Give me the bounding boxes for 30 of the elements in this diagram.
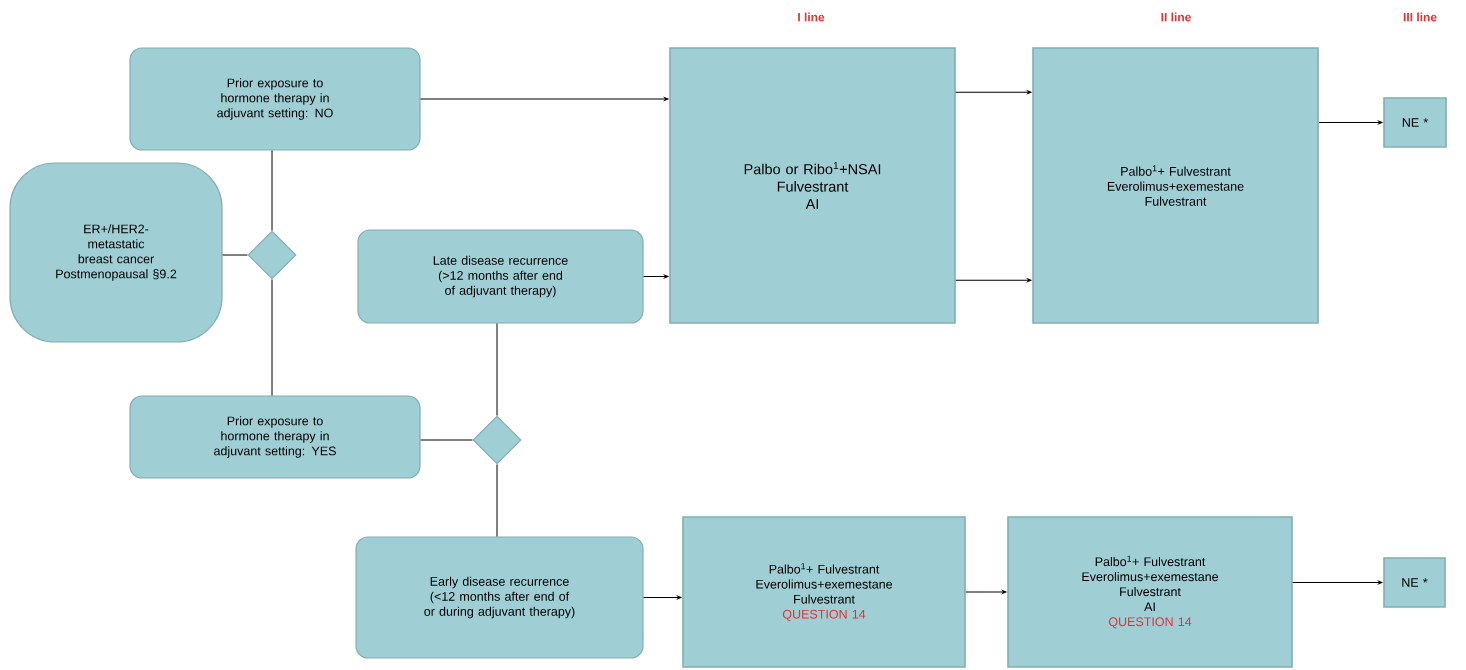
connector-line xyxy=(271,279,273,396)
treatment-box: Palbo$^{1}$+ Fulvestrant Everolimus+exemestane Fulvestrant xyxy=(1032,47,1319,324)
arrow xyxy=(1292,580,1383,585)
decision-diamond xyxy=(472,415,522,465)
column-heading: III line xyxy=(1403,12,1437,22)
arrow xyxy=(420,97,669,101)
rounded-box: Late disease recurrence (>12 months after end of adjuvant therapy) xyxy=(357,229,644,324)
treatment-box: NE * xyxy=(1383,557,1446,608)
rounded-box: ER+/HER2- metastatic breast cancer Postmenopausal §9.2 xyxy=(9,162,223,343)
treatment-box: NE * xyxy=(1383,97,1447,148)
decision-diamond xyxy=(247,230,297,280)
connector-line xyxy=(496,323,498,416)
connector-line xyxy=(271,150,273,231)
arrow xyxy=(955,90,1032,95)
connector-line xyxy=(496,464,498,537)
connector-line xyxy=(420,439,473,441)
arrow xyxy=(1318,120,1383,125)
rounded-box: Early disease recurrence (<12 months after end of or during adjuvant therapy) xyxy=(355,536,644,659)
treatment-box: Palbo or Ribo$^{1}$+NSAI Fulvestrant AI xyxy=(669,47,956,324)
rounded-box: Prior exposure to hormone therapy in adjuvant setting: YES xyxy=(129,395,421,479)
arrow xyxy=(955,278,1032,283)
arrow xyxy=(643,274,669,279)
treatment-box: Palbo$^{1}$+ Fulvestrant Everolimus+exemestane Fulvestrant QUESTION 14 xyxy=(682,516,966,668)
treatment-box: Palbo$^{1}$+ Fulvestrant Everolimus+exemestane Fulvestrant AI QUESTION 14 xyxy=(1007,516,1293,668)
connector-line xyxy=(222,254,248,256)
column-heading: I line xyxy=(798,12,825,22)
column-heading: II line xyxy=(1161,12,1191,22)
arrow xyxy=(965,590,1007,594)
arrow xyxy=(643,595,682,600)
rounded-box: Prior exposure to hormone therapy in adjuvant setting: NO xyxy=(129,47,421,151)
